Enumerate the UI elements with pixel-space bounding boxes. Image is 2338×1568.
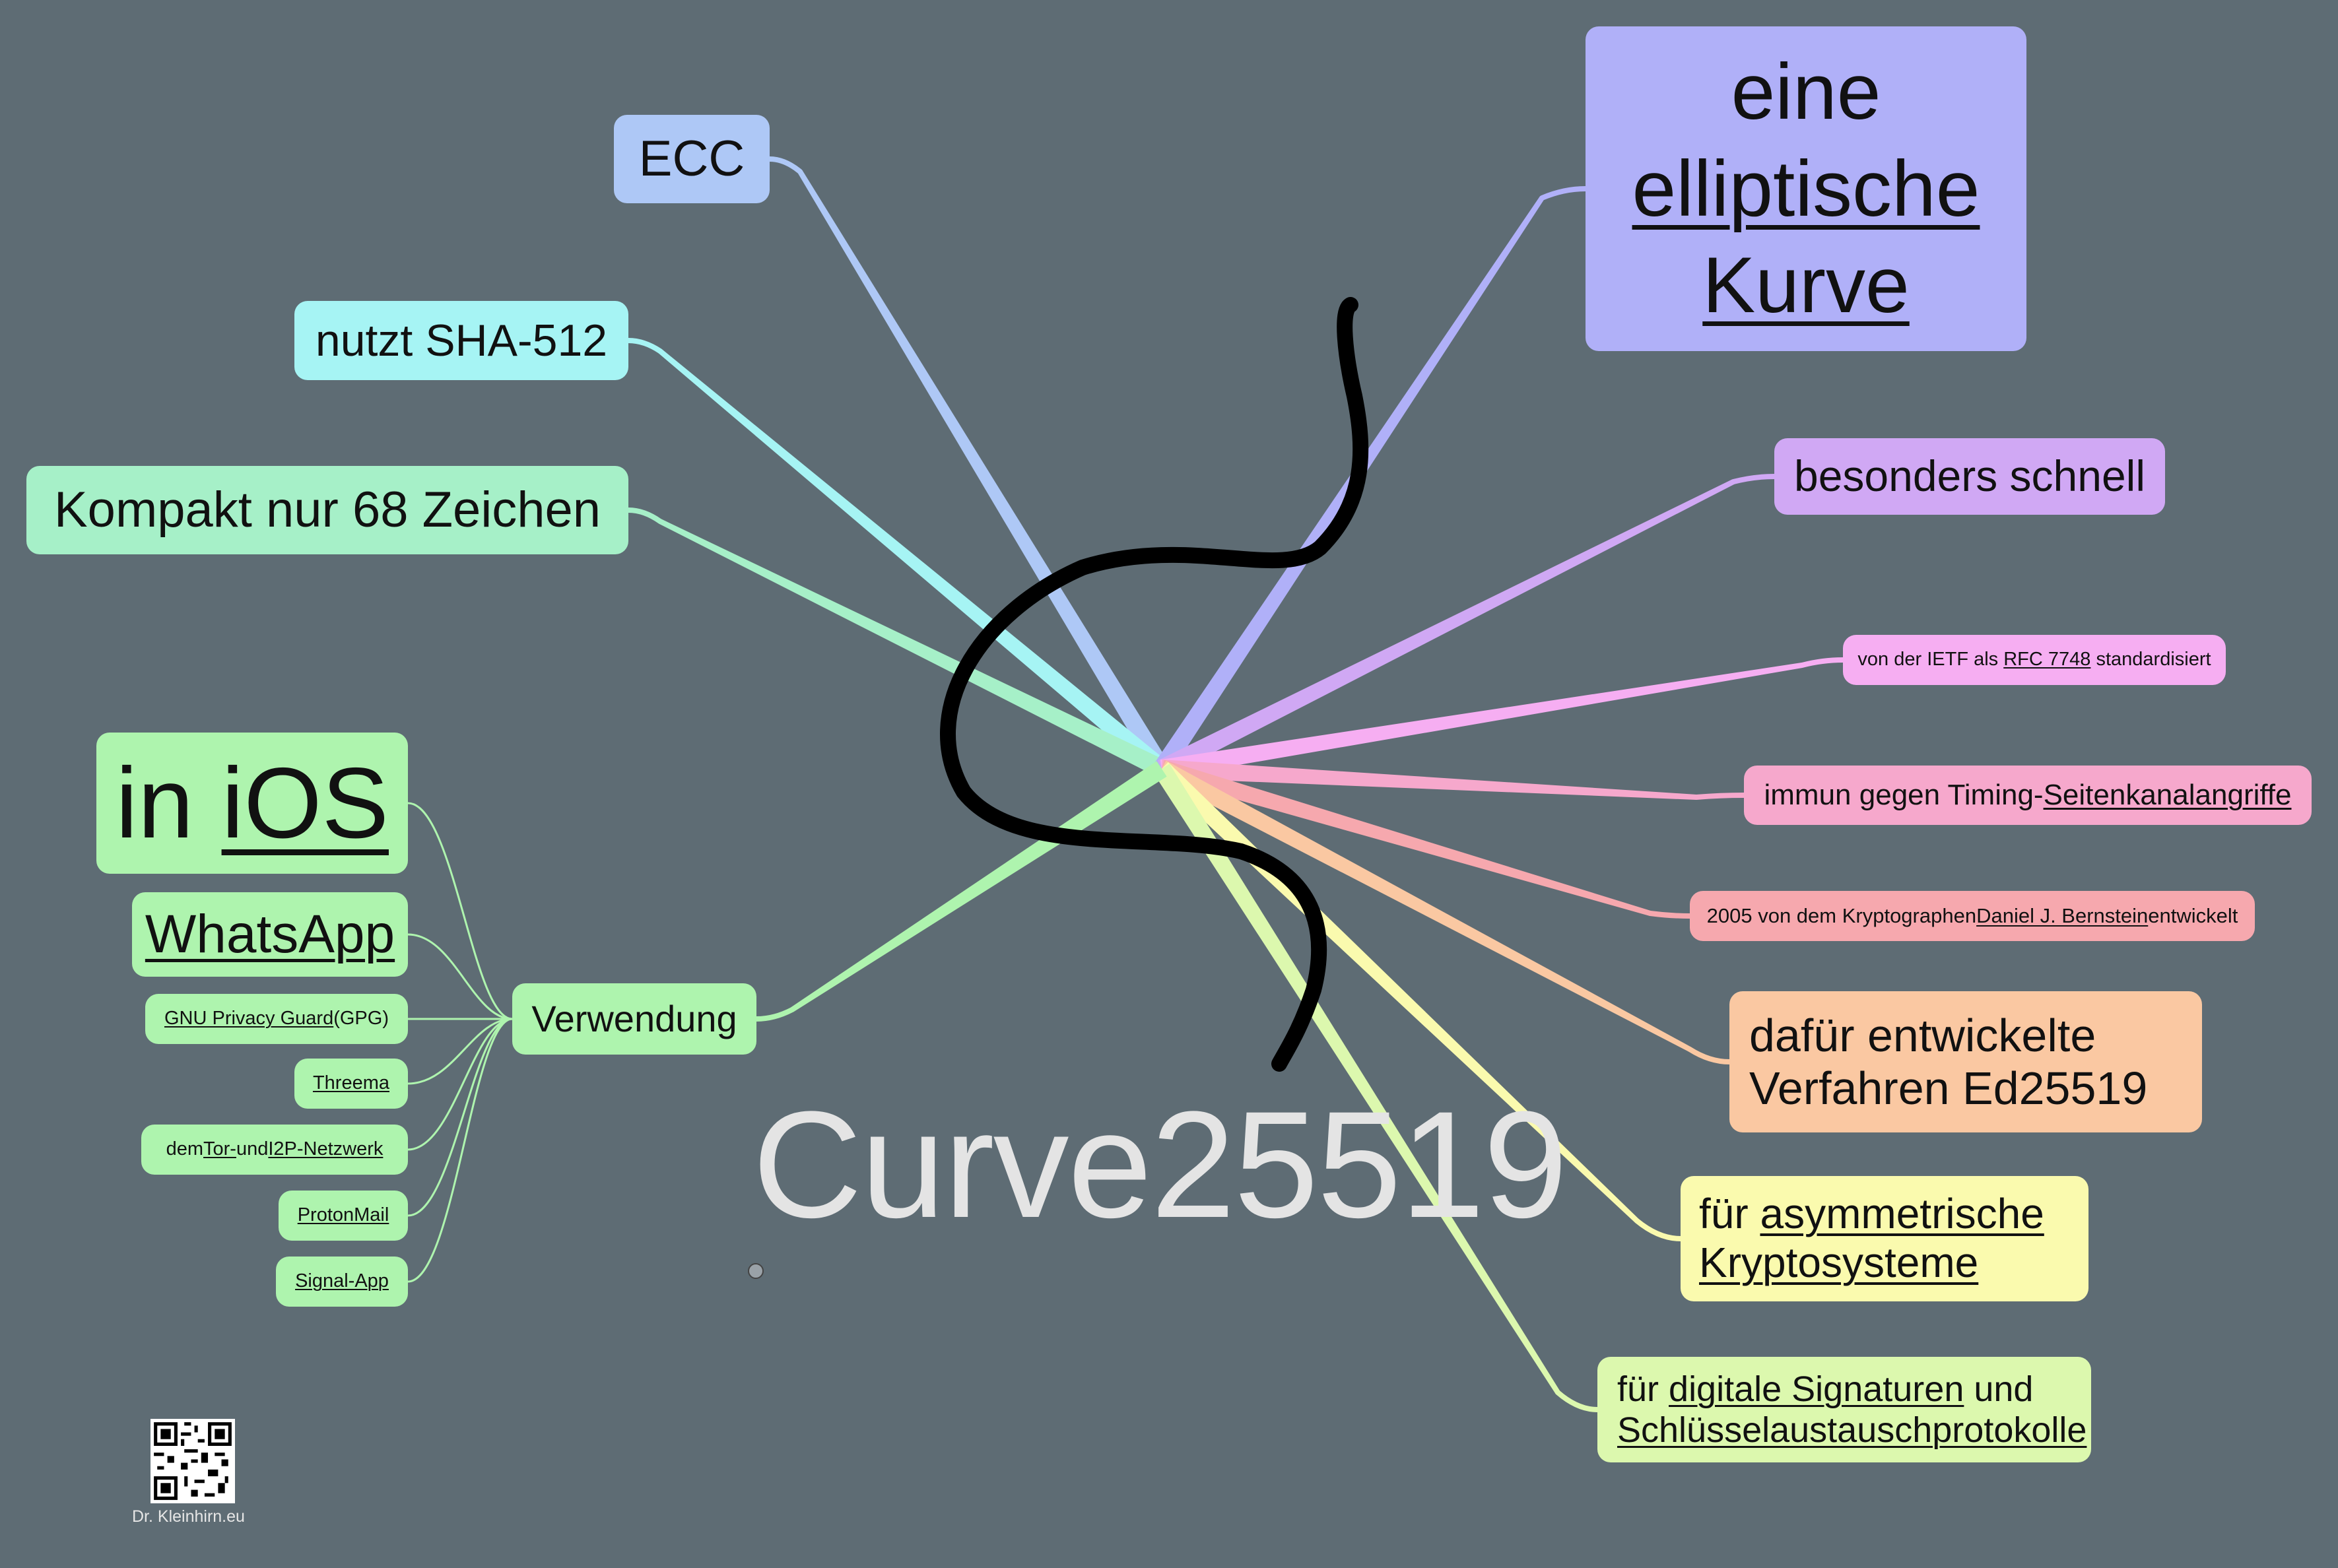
branch-signatur-end [1555, 1390, 1600, 1412]
node-bernstein[interactable]: 2005 von dem Kryptographen Daniel J. Ber… [1690, 891, 2255, 941]
node-timing-seitenkanalangriffe[interactable]: immun gegen Timing-Seitenkanalangriffe [1744, 766, 2312, 825]
sub-protonmail [407, 1018, 513, 1217]
branch-ecc [797, 170, 1170, 774]
node-verwendung[interactable]: Verwendung [512, 983, 756, 1055]
qr-code[interactable] [150, 1419, 235, 1503]
branch-timing-end [1694, 793, 1747, 800]
branch-ed25519 [1157, 760, 1691, 1052]
branch-timing [1161, 760, 1697, 800]
branch-ietf [1160, 663, 1803, 778]
sub-signal [407, 1018, 513, 1283]
sub-whatsapp [407, 933, 513, 1020]
branch-schnell [1157, 479, 1735, 777]
node-elliptische-kurve[interactable]: eine elliptische Kurve [1586, 26, 2026, 351]
node-ed25519[interactable]: dafür entwickelte Verfahren Ed25519 [1729, 991, 2202, 1132]
branch-sha [658, 348, 1168, 776]
branch-verwendung-end [754, 1007, 795, 1022]
cursor-icon [748, 1263, 764, 1279]
hand-drawn-scribble [940, 297, 1369, 1072]
branch-ecc-end [767, 156, 803, 174]
branch-kompakt-end [626, 507, 663, 524]
node-kompakt[interactable]: Kompakt nur 68 Zeichen [26, 466, 628, 554]
central-title: Curve25519 [752, 1080, 1568, 1249]
sub-threema [407, 1018, 513, 1085]
branch-ed25519-end [1687, 1047, 1732, 1064]
sub-ios [407, 802, 513, 1020]
branch-asym-end [1634, 1218, 1683, 1241]
node-ecc[interactable]: ECC [614, 115, 770, 203]
leaf-protonmail[interactable]: ProtonMail [279, 1191, 408, 1241]
leaf-gpg[interactable]: GNU Privacy Guard (GPG) [145, 994, 408, 1044]
branch-ietf-end [1799, 657, 1846, 668]
branch-sha-end [626, 338, 663, 354]
sub-tor [407, 1018, 513, 1151]
branch-bernstein [1159, 760, 1652, 916]
branch-kurve-end [1539, 186, 1588, 201]
node-asymmetrische-kryptosysteme[interactable]: für asymmetrische Kryptosysteme [1681, 1176, 2088, 1301]
node-digitale-signaturen[interactable]: für digitale Signaturen und Schlüsselaus… [1597, 1357, 2091, 1462]
node-nutzt-sha512[interactable]: nutzt SHA-512 [294, 301, 628, 380]
leaf-tor-i2p[interactable]: dem Tor- und I2P-Netzwerk [141, 1125, 408, 1175]
leaf-whatsapp[interactable]: WhatsApp [132, 892, 408, 977]
branch-signatur [1154, 764, 1560, 1394]
branch-bernstein-end [1648, 911, 1692, 919]
node-besonders-schnell[interactable]: besonders schnell [1774, 438, 2165, 515]
leaf-ios[interactable]: in iOS [96, 733, 408, 874]
leaf-threema[interactable]: Threema [294, 1059, 408, 1109]
node-ietf-rfc7748[interactable]: von der IETF als RFC 7748 standardisiert [1843, 635, 2226, 685]
credit-text: Dr. Kleinhirn.eu [132, 1507, 245, 1526]
leaf-signal-app[interactable]: Signal-App [276, 1257, 408, 1307]
branch-verwendung [790, 761, 1167, 1012]
branch-kompakt [659, 519, 1166, 777]
branch-schnell-end [1731, 474, 1777, 484]
